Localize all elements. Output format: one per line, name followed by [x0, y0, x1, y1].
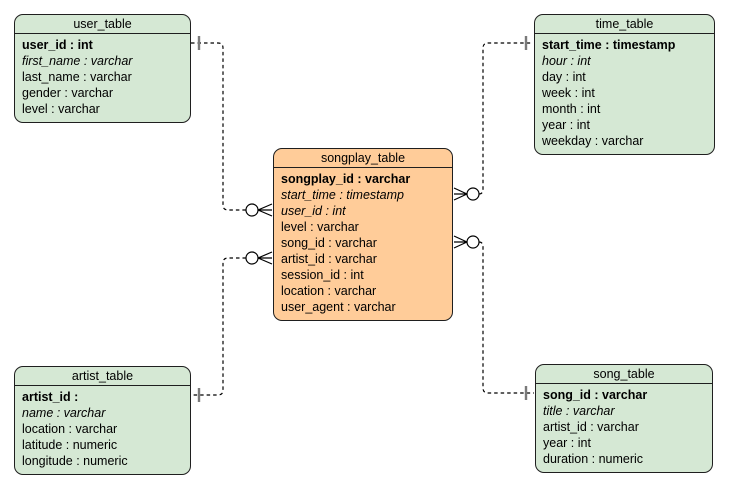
entity-song-table[interactable]: song_table song_id : varchar title : varc…	[535, 364, 713, 473]
field-row: weekday : varchar	[542, 134, 644, 148]
field-primary-key: start_time : timestamp	[542, 38, 676, 52]
relationship-time-songplay	[453, 36, 533, 201]
field-row: location : varchar	[281, 284, 377, 298]
field-row: song_id : varchar	[281, 236, 377, 250]
field-primary-key: artist_id :	[22, 390, 79, 404]
crows-foot-marker	[453, 187, 468, 201]
field-list-user: user_id : int first_name : varchar last_na…	[15, 34, 190, 122]
table-title-songplay: songplay_table	[274, 149, 452, 168]
relationship-user-songplay	[191, 36, 273, 217]
field-row: artist_id : varchar	[543, 420, 639, 434]
crows-foot-marker	[257, 203, 273, 217]
cardinality-zero-circle	[245, 203, 259, 217]
field-row: level : varchar	[281, 220, 359, 234]
field-row: year : int	[543, 436, 591, 450]
relationship-line	[478, 241, 534, 394]
crows-foot-marker	[257, 251, 273, 265]
relationship-line	[191, 257, 246, 396]
table-title-time: time_table	[535, 15, 714, 34]
field-list-time: start_time : timestamp hour : int day : in…	[535, 34, 714, 154]
field-row: artist_id : varchar	[281, 252, 377, 266]
field-row: name : varchar	[22, 406, 106, 420]
field-row: month : int	[542, 102, 601, 116]
field-row: user_agent : varchar	[281, 300, 396, 314]
field-list-songplay: songplay_id : varchar start_time : timest…	[274, 168, 452, 320]
field-primary-key: song_id : varchar	[543, 388, 648, 402]
table-title-user: user_table	[15, 15, 190, 34]
table-title-song: song_table	[536, 365, 712, 384]
table-title-artist: artist_table	[15, 367, 190, 386]
cardinality-zero-circle	[245, 251, 259, 265]
field-row: year : int	[542, 118, 590, 132]
cardinality-zero-circle	[466, 235, 480, 249]
relationship-line	[478, 42, 533, 195]
entity-artist-table[interactable]: artist_table artist_id : name : varchar lo…	[14, 366, 191, 475]
field-list-artist: artist_id : name : varchar location : varc…	[15, 386, 190, 474]
entity-time-table[interactable]: time_table start_time : timestamp hour : …	[534, 14, 715, 155]
field-row: user_id : int	[281, 204, 346, 218]
field-row: location : varchar	[22, 422, 118, 436]
entity-user-table[interactable]: user_table user_id : int first_name : var…	[14, 14, 191, 123]
field-row: session_id : int	[281, 268, 364, 282]
field-row: week : int	[542, 86, 595, 100]
entity-songplay-table[interactable]: songplay_table songplay_id : varchar star…	[273, 148, 453, 321]
field-row: level : varchar	[22, 102, 100, 116]
relationship-song-songplay	[453, 235, 534, 400]
relationship-artist-songplay	[191, 251, 273, 402]
field-primary-key: user_id : int	[22, 38, 93, 52]
relationship-line	[191, 42, 246, 211]
field-row: title : varchar	[543, 404, 615, 418]
field-row: start_time : timestamp	[281, 188, 404, 202]
field-primary-key: songplay_id : varchar	[281, 172, 411, 186]
field-row: first_name : varchar	[22, 54, 133, 68]
field-row: latitude : numeric	[22, 438, 118, 452]
field-row: last_name : varchar	[22, 70, 132, 84]
field-row: duration : numeric	[543, 452, 644, 466]
field-row: day : int	[542, 70, 586, 84]
field-row: longitude : numeric	[22, 454, 128, 468]
field-list-song: song_id : varchar title : varchar artist_i…	[536, 384, 712, 472]
field-row: gender : varchar	[22, 86, 114, 100]
field-row: hour : int	[542, 54, 591, 68]
crows-foot-marker	[453, 235, 468, 249]
cardinality-zero-circle	[466, 187, 480, 201]
